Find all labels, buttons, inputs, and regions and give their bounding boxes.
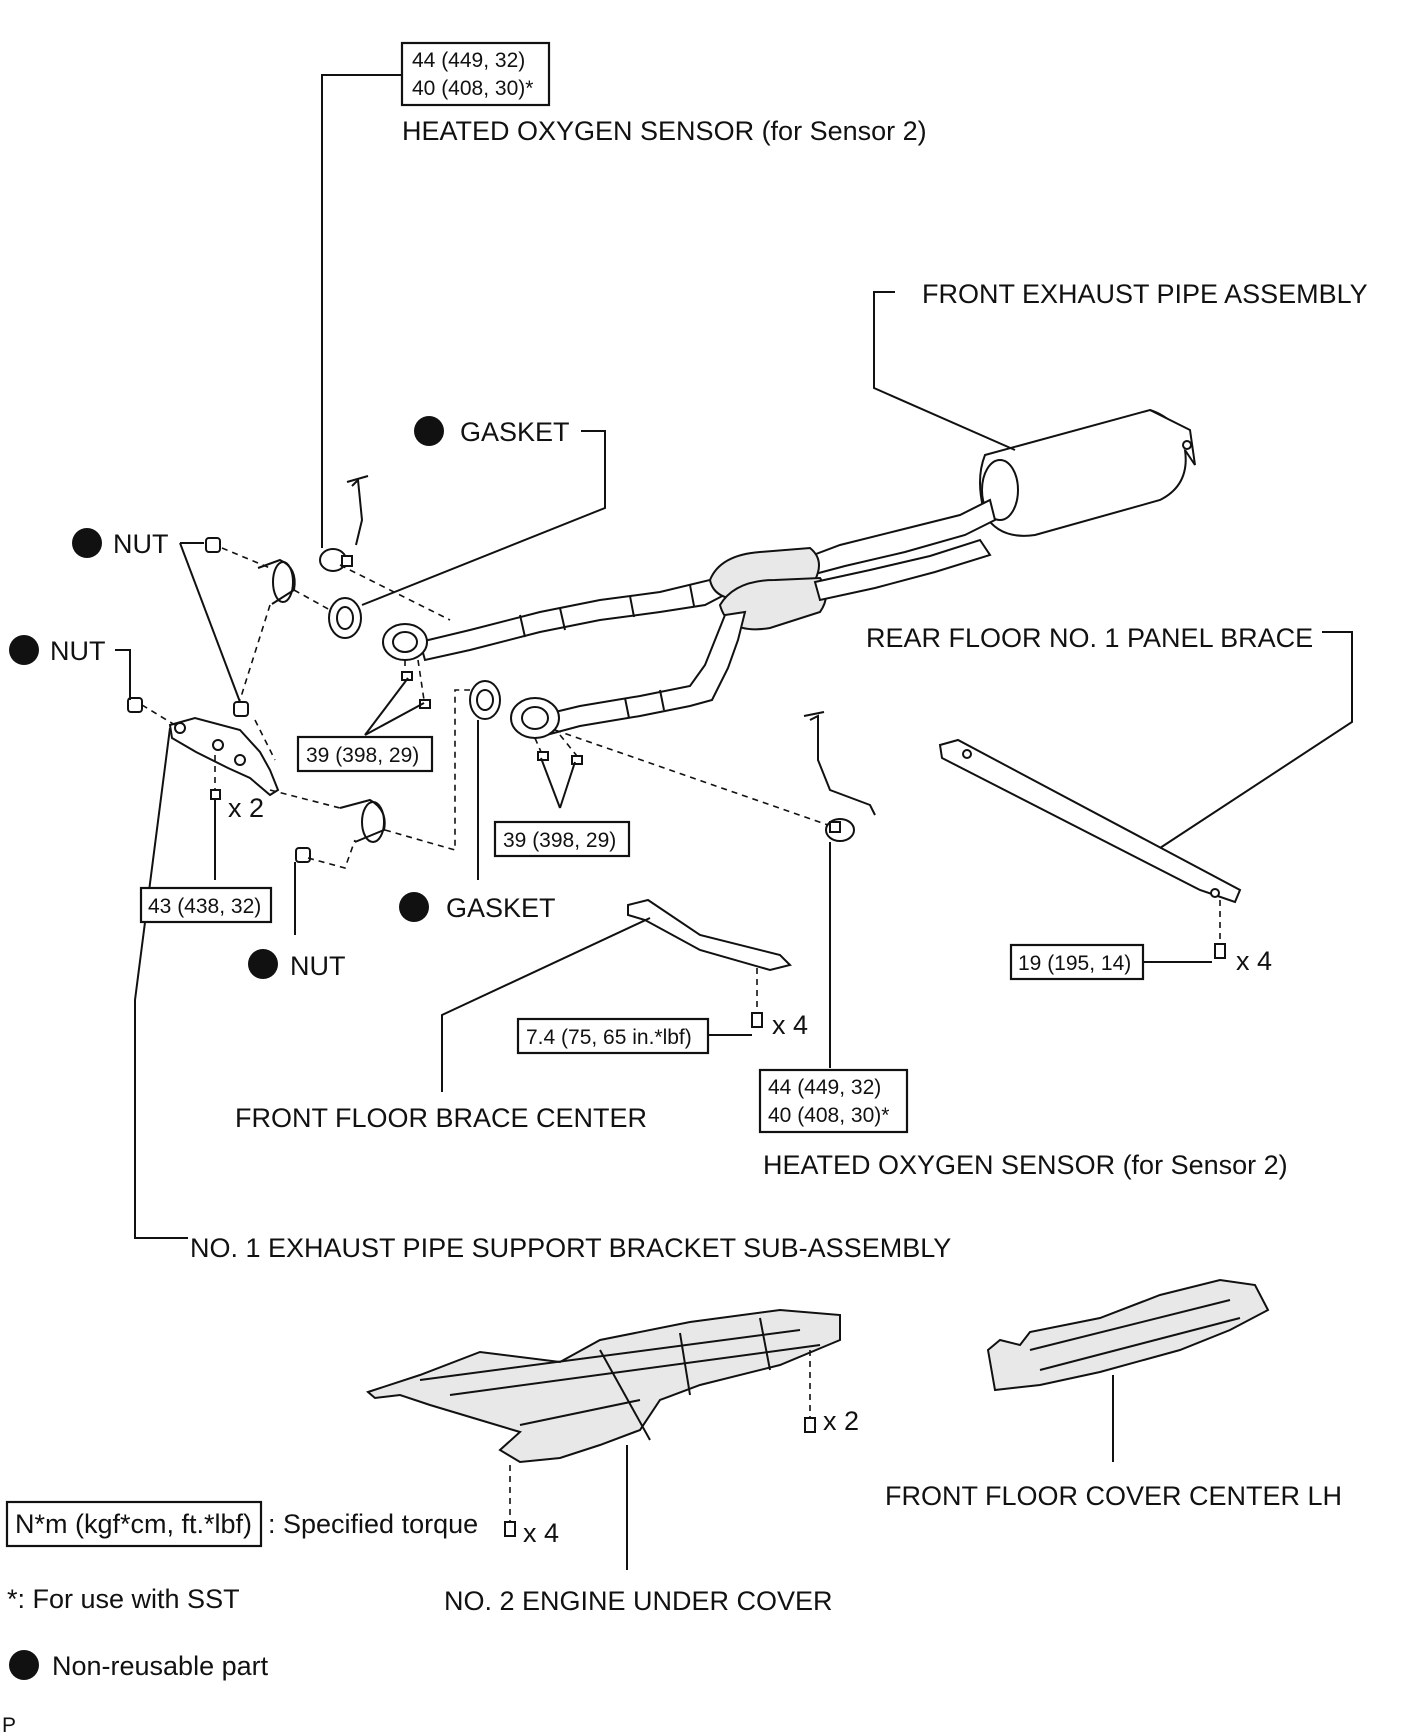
non-reusable-mark-nut-2 bbox=[9, 635, 39, 665]
support-bracket-part bbox=[168, 716, 280, 797]
bolts bbox=[210, 671, 1226, 1537]
muffler-part bbox=[979, 408, 1196, 537]
gasket-lower-inner bbox=[476, 689, 494, 711]
torque-front-brace: 7.4 (75, 65 in.*lbf) bbox=[526, 1026, 692, 1049]
oxygen-sensor-upper-part bbox=[319, 475, 369, 572]
oxygen-sensor-lower-part bbox=[803, 711, 876, 842]
torque-ho2-bottom-line1: 44 (449, 32) bbox=[768, 1076, 881, 1099]
non-reusable-mark-nut-3 bbox=[248, 949, 278, 979]
assembly-dashed-lines bbox=[141, 547, 1221, 1522]
flange-left bbox=[382, 623, 428, 661]
label-rear-floor-brace: REAR FLOOR NO. 1 PANEL BRACE bbox=[866, 623, 1313, 653]
legend-sst-note: *: For use with SST bbox=[7, 1584, 240, 1614]
torque-box-right-flange bbox=[493, 820, 631, 858]
legend-specified-torque: : Specified torque bbox=[268, 1509, 478, 1539]
nut-lower-part bbox=[295, 847, 311, 863]
torque-box-bracket bbox=[139, 886, 273, 924]
nut-left-part bbox=[127, 697, 143, 713]
exhaust-pipe-upper bbox=[418, 498, 997, 662]
torque-box-ho2-top bbox=[400, 41, 551, 107]
torque-right-flange: 39 (398, 29) bbox=[503, 829, 616, 852]
torque-ho2-top-line1: 44 (449, 32) bbox=[412, 49, 525, 72]
corner-mark: P bbox=[2, 1714, 16, 1734]
torque-box-ho2-bottom bbox=[758, 1068, 909, 1134]
qty-front-brace-bolts: x 4 bbox=[772, 1010, 808, 1040]
engine-under-cover-part bbox=[365, 1308, 841, 1464]
label-nut-1: NUT bbox=[113, 529, 169, 559]
torque-left-flange: 39 (398, 29) bbox=[306, 744, 419, 767]
front-floor-cover-part bbox=[986, 1278, 1270, 1392]
qty-engine-cover-right: x 2 bbox=[823, 1406, 859, 1436]
torque-box-rear-brace bbox=[1009, 943, 1145, 981]
label-engine-under-cover: NO. 2 ENGINE UNDER COVER bbox=[444, 1586, 833, 1616]
non-reusable-mark-gasket-bottom bbox=[399, 892, 429, 922]
rear-floor-brace-part bbox=[938, 738, 1242, 904]
label-nut-2: NUT bbox=[50, 636, 106, 666]
qty-engine-cover-front: x 4 bbox=[523, 1518, 559, 1548]
torque-ho2-top-line2: 40 (408, 30)* bbox=[412, 77, 533, 100]
label-front-floor-brace: FRONT FLOOR BRACE CENTER bbox=[235, 1103, 647, 1133]
qty-rear-brace-bolts: x 4 bbox=[1236, 946, 1272, 976]
torque-box-front-brace bbox=[516, 1017, 710, 1055]
torque-rear-brace: 19 (195, 14) bbox=[1018, 952, 1131, 975]
label-front-exhaust-pipe: FRONT EXHAUST PIPE ASSEMBLY bbox=[922, 279, 1368, 309]
non-reusable-legend-mark bbox=[9, 1650, 39, 1680]
gasket-upper-inner bbox=[336, 606, 354, 630]
qty-bracket-bolts: x 2 bbox=[228, 793, 264, 823]
nut-upper-part bbox=[205, 537, 221, 553]
legend-torque-units: N*m (kgf*cm, ft.*lbf) bbox=[15, 1509, 252, 1539]
label-support-bracket: NO. 1 EXHAUST PIPE SUPPORT BRACKET SUB-A… bbox=[190, 1233, 951, 1263]
torque-ho2-bottom-line2: 40 (408, 30)* bbox=[768, 1104, 889, 1127]
label-gasket-bottom: GASKET bbox=[446, 893, 556, 923]
front-floor-brace-part bbox=[627, 898, 792, 972]
label-ho2-bottom: HEATED OXYGEN SENSOR (for Sensor 2) bbox=[763, 1150, 1288, 1180]
torque-box-left-flange bbox=[296, 735, 434, 773]
label-front-floor-cover: FRONT FLOOR COVER CENTER LH bbox=[885, 1481, 1342, 1511]
label-ho2-top: HEATED OXYGEN SENSOR (for Sensor 2) bbox=[402, 116, 927, 146]
torque-bracket: 43 (438, 32) bbox=[148, 895, 261, 918]
nut-bracket-part bbox=[233, 701, 249, 717]
leader-lines bbox=[115, 74, 1353, 1570]
non-reusable-mark-nut-1 bbox=[72, 528, 102, 558]
legend-non-reusable: Non-reusable part bbox=[52, 1651, 269, 1681]
flange-right bbox=[510, 697, 560, 739]
exhaust-pipe-lower bbox=[528, 538, 992, 740]
label-nut-3: NUT bbox=[290, 951, 346, 981]
label-gasket-top: GASKET bbox=[460, 417, 570, 447]
non-reusable-mark-gasket-top bbox=[414, 416, 444, 446]
legend-torque-box bbox=[5, 1500, 263, 1548]
